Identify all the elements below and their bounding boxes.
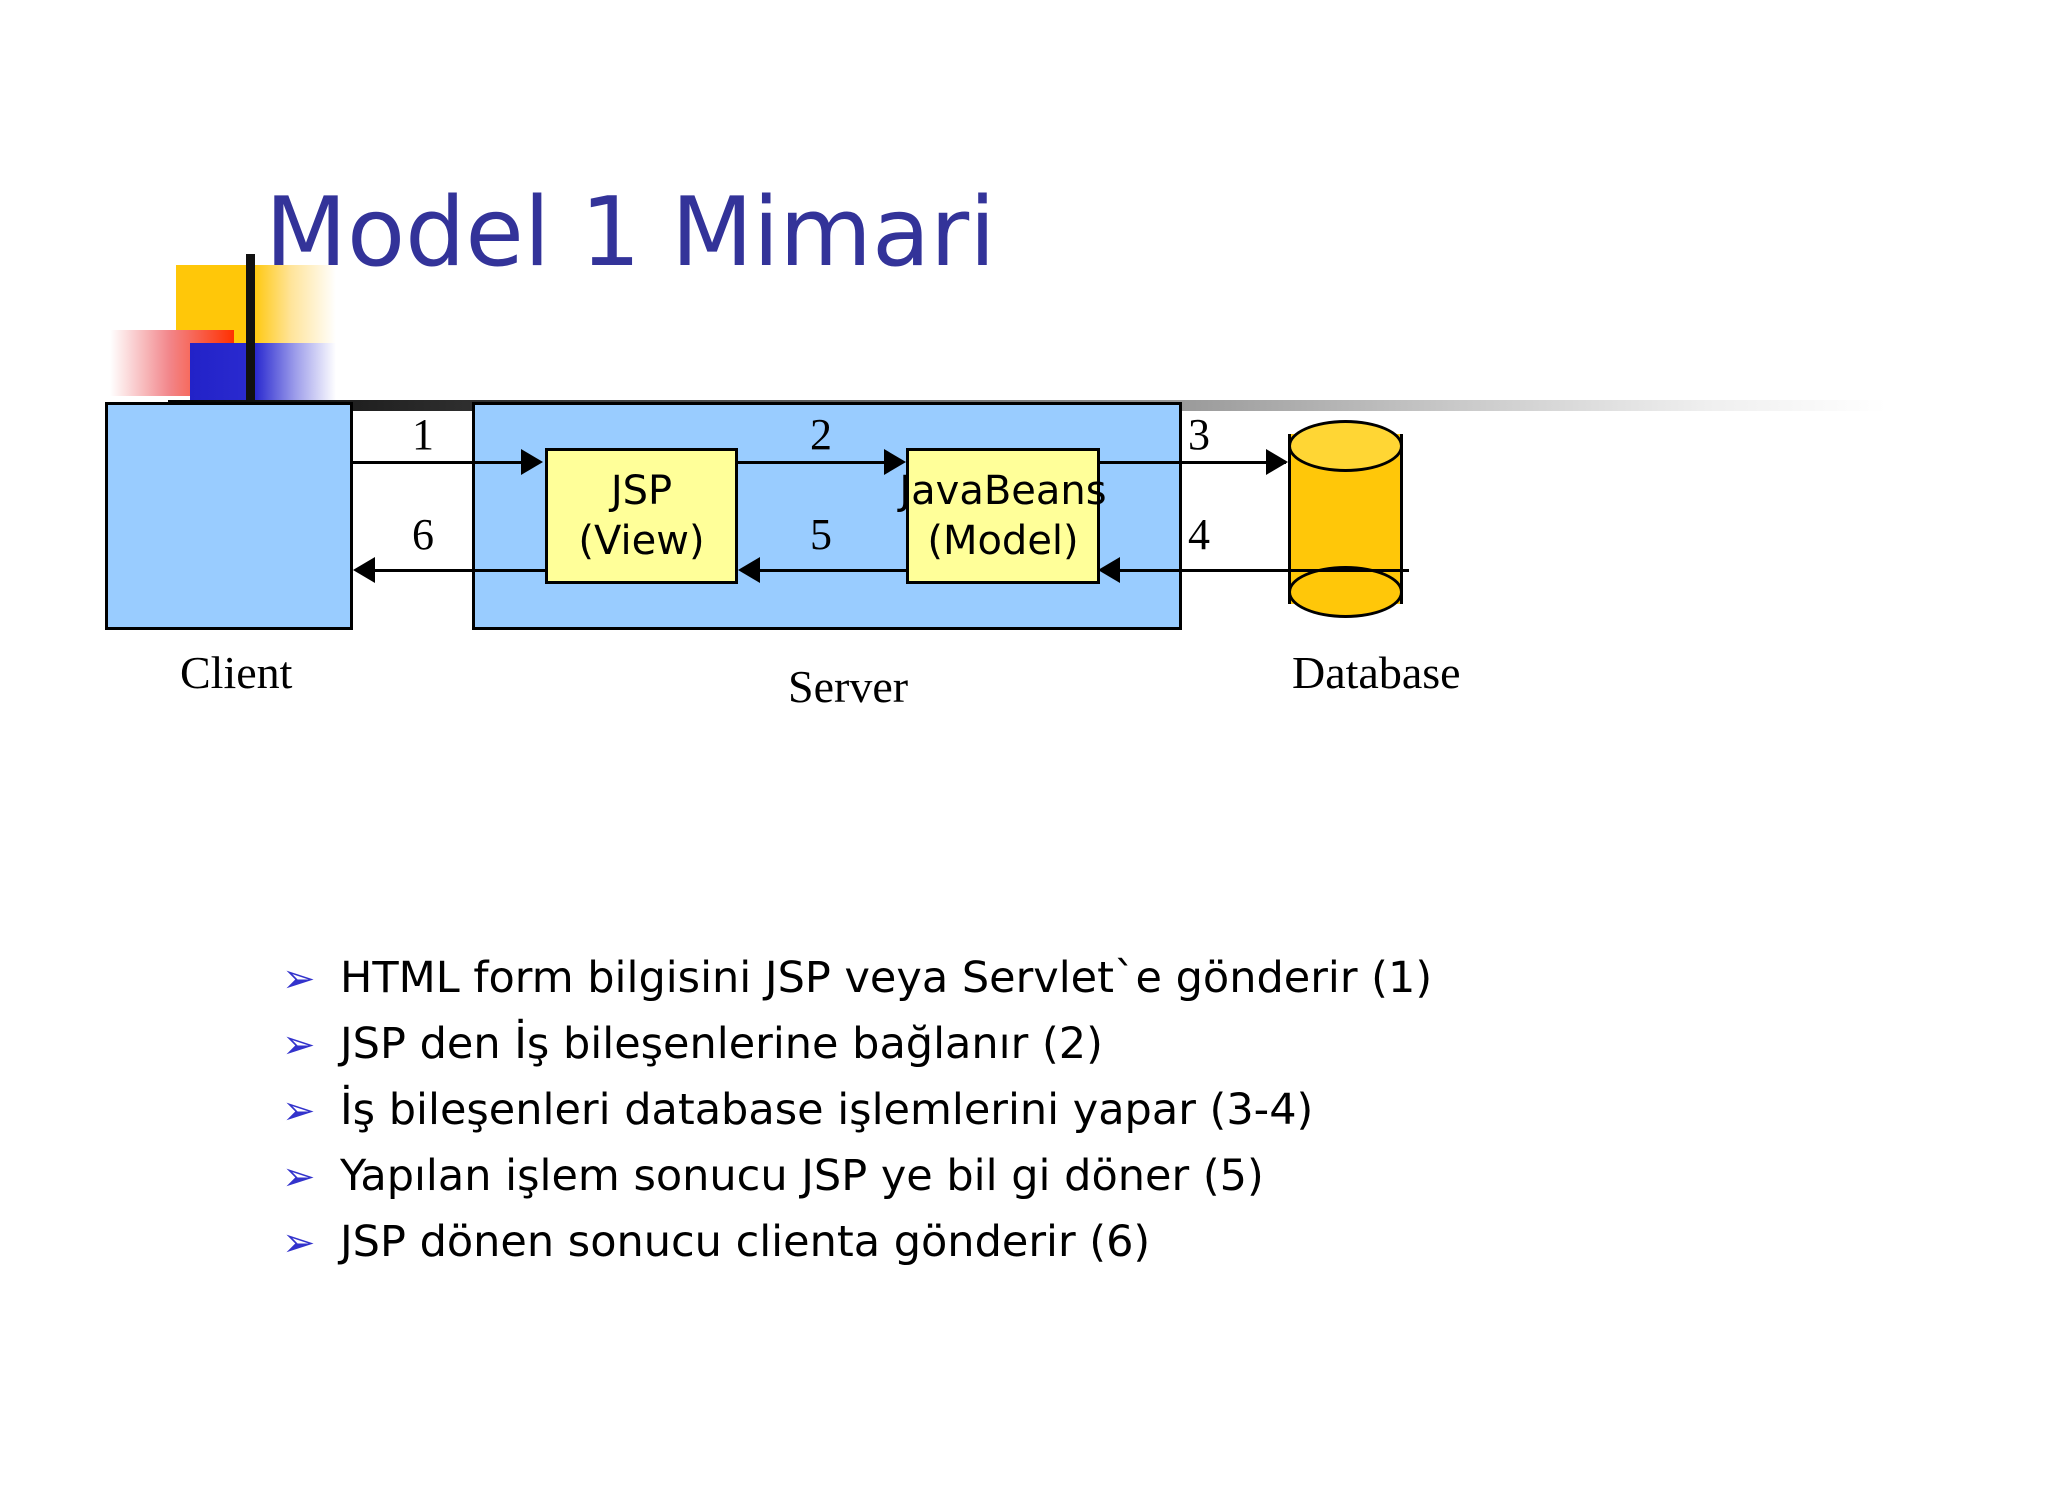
database-cylinder-top xyxy=(1288,420,1403,472)
list-item: ➢ HTML form bilgisini JSP veya Servlet`e… xyxy=(282,952,1782,1005)
arrow-3-head xyxy=(1266,449,1288,475)
javabeans-component-line2: (Model) xyxy=(927,518,1079,564)
javabeans-component-line1: JavaBeans xyxy=(899,468,1107,514)
list-item-label: HTML form bilgisini JSP veya Servlet`e g… xyxy=(340,953,1433,1003)
chevron-bullet-icon: ➢ xyxy=(282,1220,316,1266)
arrow-2-line xyxy=(738,461,886,464)
flow-number-2: 2 xyxy=(810,410,832,459)
list-item-label: İş bileşenleri database işlemlerini yapa… xyxy=(340,1085,1314,1135)
jsp-component-line2: (View) xyxy=(578,518,705,564)
flow-number-1: 1 xyxy=(412,410,434,459)
chevron-bullet-icon: ➢ xyxy=(282,1088,316,1134)
list-item-label: JSP den İş bileşenlerine bağlanır (2) xyxy=(340,1019,1103,1069)
jsp-component-line1: JSP xyxy=(610,468,673,514)
arrow-1-line xyxy=(353,461,523,464)
jsp-view-component: JSP (View) xyxy=(545,448,738,584)
flow-number-3: 3 xyxy=(1188,410,1210,459)
arrow-4-head xyxy=(1098,557,1120,583)
list-item: ➢ İş bileşenleri database işlemlerini ya… xyxy=(282,1084,1782,1137)
list-item: ➢ JSP den İş bileşenlerine bağlanır (2) xyxy=(282,1018,1782,1071)
description-bullet-list: ➢ HTML form bilgisini JSP veya Servlet`e… xyxy=(282,952,1782,1282)
list-item-label: Yapılan işlem sonucu JSP ye bil gi döner… xyxy=(340,1151,1264,1201)
arrow-4-line xyxy=(1119,569,1409,572)
arrow-5-head xyxy=(738,557,760,583)
chevron-bullet-icon: ➢ xyxy=(282,1022,316,1068)
arrow-6-head xyxy=(353,557,375,583)
flow-number-6: 6 xyxy=(412,510,434,559)
list-item: ➢ Yapılan işlem sonucu JSP ye bil gi dön… xyxy=(282,1150,1782,1203)
flow-number-5: 5 xyxy=(810,510,832,559)
page-title: Model 1 Mimari xyxy=(265,178,996,288)
arrow-2-head xyxy=(884,449,906,475)
list-item-label: JSP dönen sonucu clienta gönderir (6) xyxy=(340,1217,1151,1267)
arrow-3-line xyxy=(1100,461,1286,464)
client-zone-box xyxy=(105,402,353,630)
arrow-5-line xyxy=(760,569,906,572)
database-label: Database xyxy=(1292,647,1461,698)
client-label: Client xyxy=(180,647,293,698)
arrow-1-head xyxy=(521,449,543,475)
list-item: ➢ JSP dönen sonucu clienta gönderir (6) xyxy=(282,1216,1782,1269)
arrow-6-line xyxy=(375,569,545,572)
chevron-bullet-icon: ➢ xyxy=(282,956,316,1002)
database-cylinder xyxy=(1288,420,1403,618)
server-label: Server xyxy=(788,661,909,712)
database-cylinder-bottom xyxy=(1288,566,1403,618)
javabeans-model-component: JavaBeans (Model) xyxy=(899,448,1107,584)
flow-number-4: 4 xyxy=(1188,510,1210,559)
chevron-bullet-icon: ➢ xyxy=(282,1154,316,1200)
